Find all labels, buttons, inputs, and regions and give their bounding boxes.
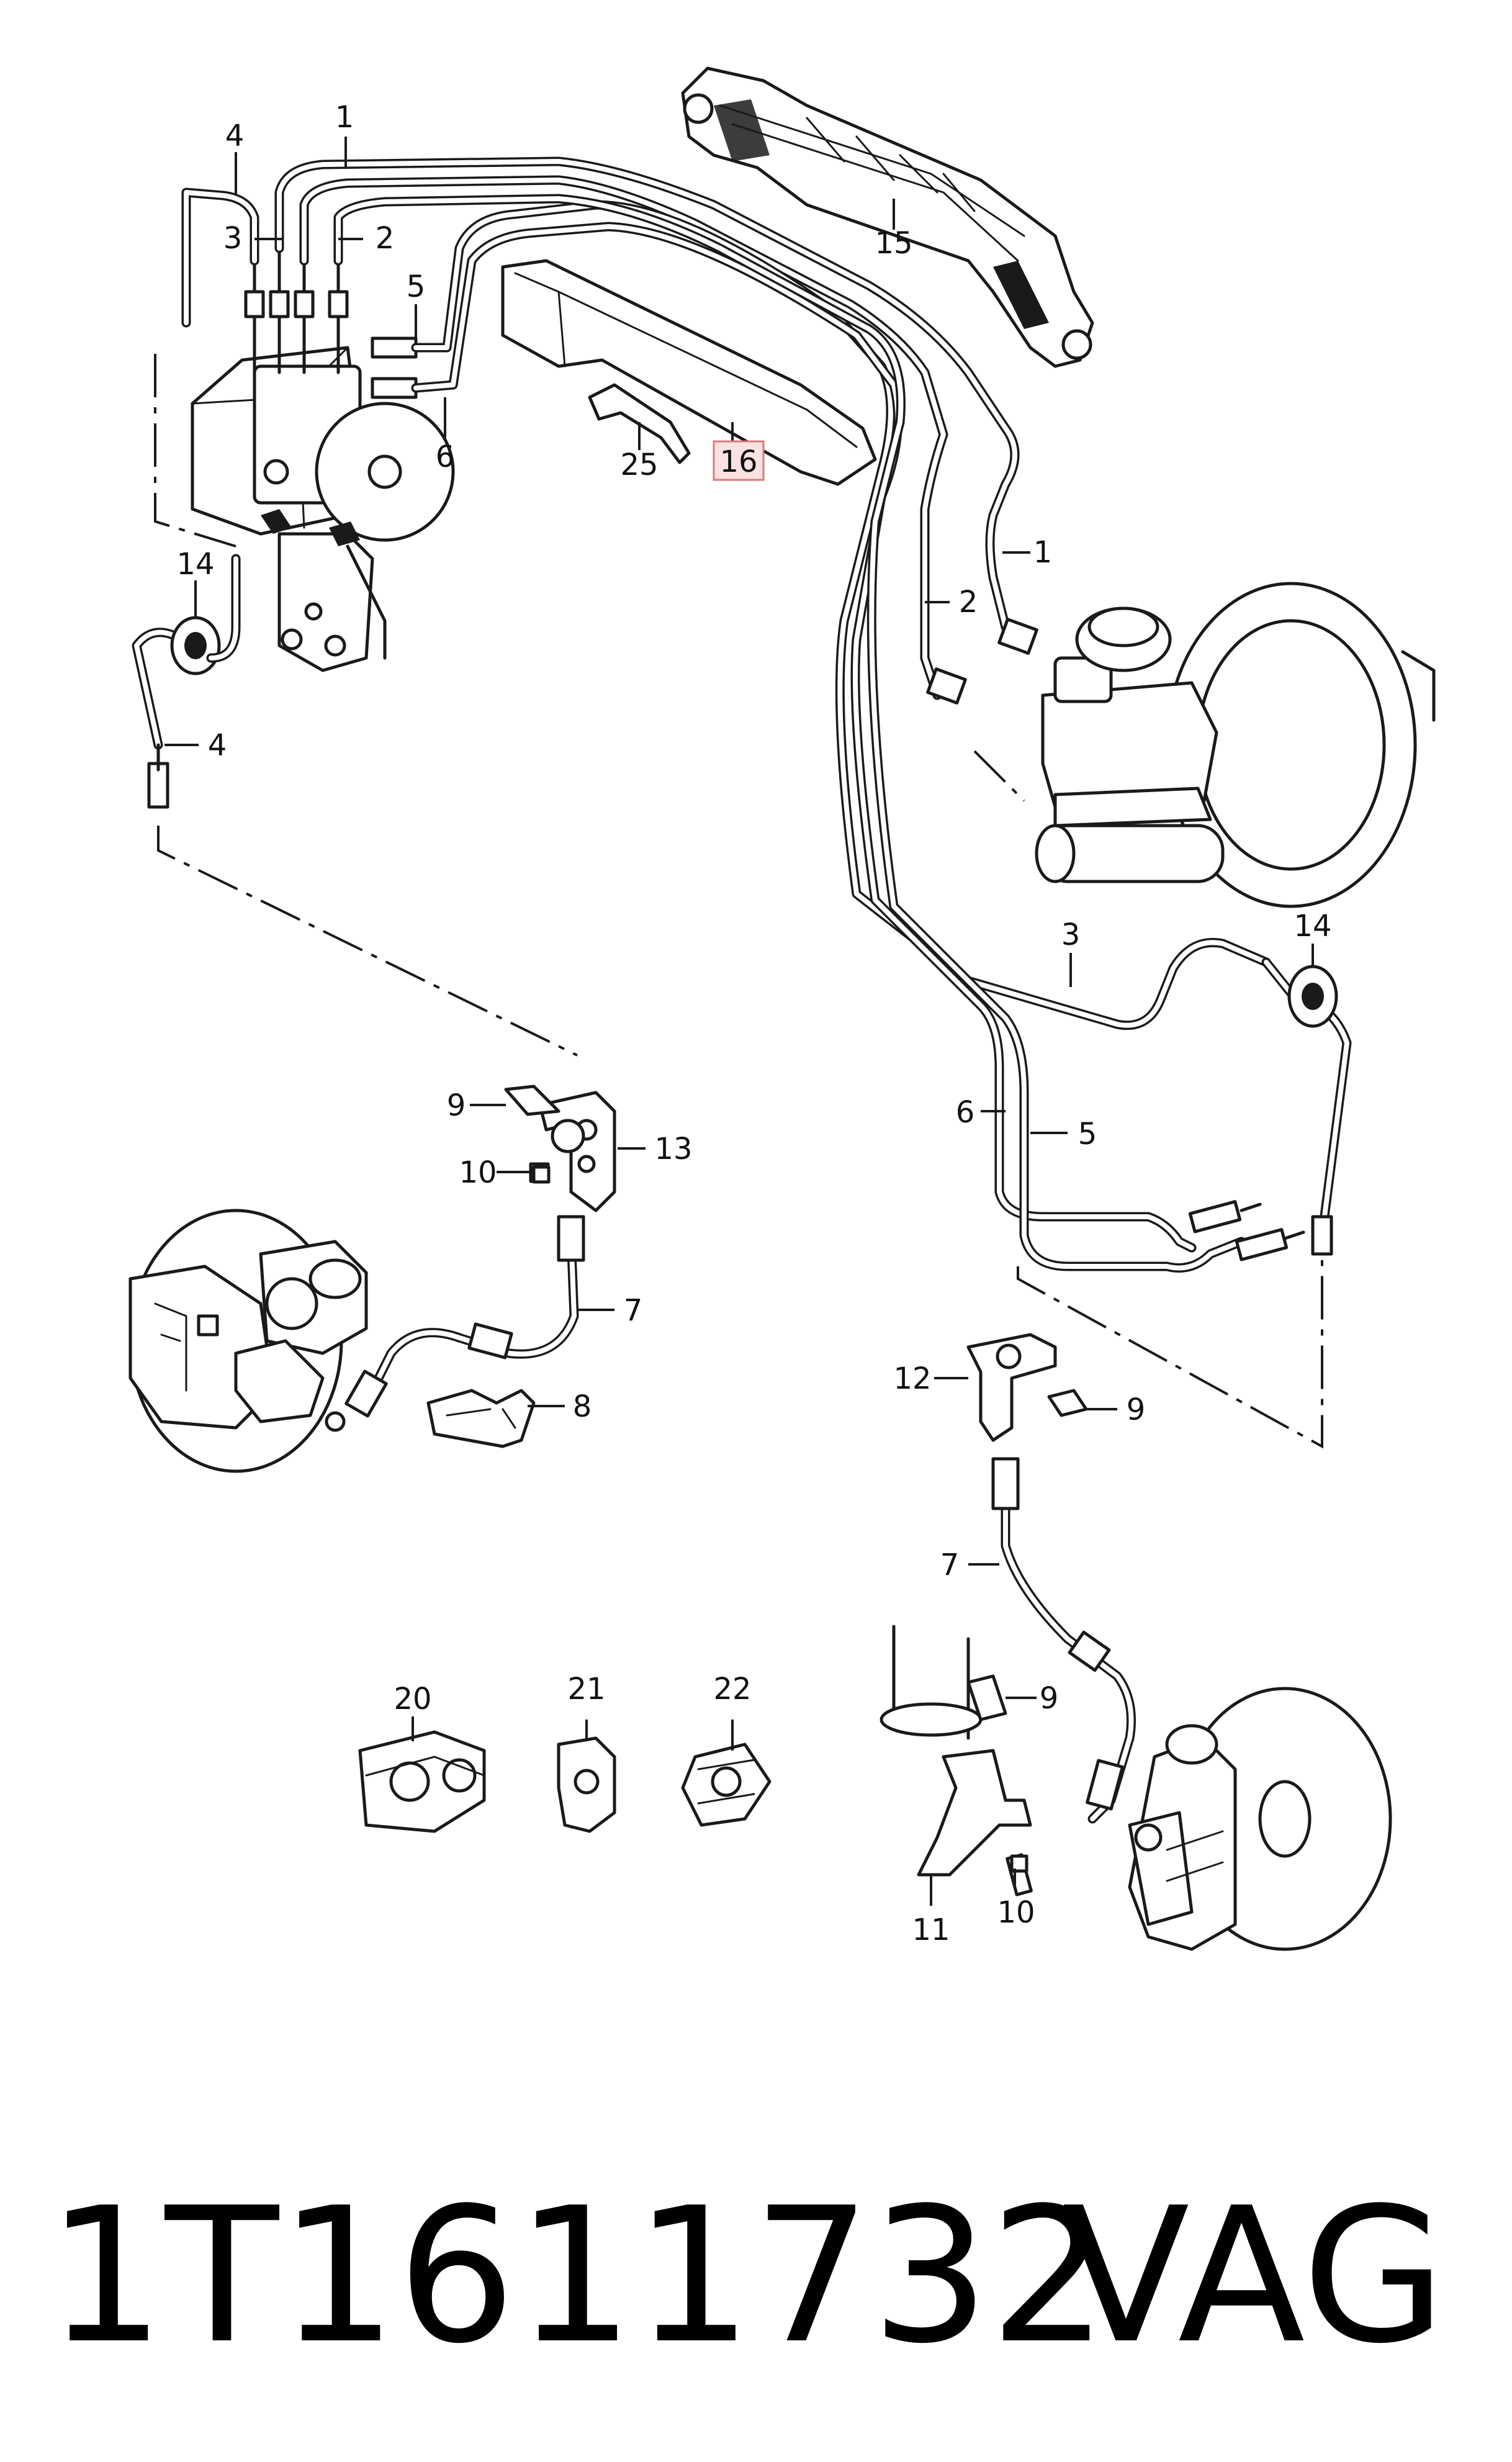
holder-part-20 xyxy=(358,1730,486,1833)
callout-7: 7 xyxy=(624,1293,643,1328)
rear-right-bracket-12 xyxy=(966,1333,1088,1442)
callout-3: 3 xyxy=(1061,918,1081,952)
callout-14: 14 xyxy=(1294,909,1331,944)
callout-leaders xyxy=(164,137,1314,1906)
callout-9: 9 xyxy=(1040,1681,1059,1716)
callout-7: 7 xyxy=(940,1548,960,1582)
callout-3: 3 xyxy=(223,221,243,256)
callout-labels: 1 2 3 4 5 6 14 4 15 25 16 1 2 3 14 6 5 9… xyxy=(176,100,1331,1947)
callout-16-highlight-box xyxy=(713,440,765,481)
bolts-part-10 xyxy=(532,1165,1028,1873)
callout-15: 15 xyxy=(875,226,912,261)
rear-right-hose xyxy=(1261,957,1352,1256)
callout-10: 10 xyxy=(459,1155,497,1190)
callout-25: 25 xyxy=(620,448,658,482)
abs-connectors xyxy=(244,246,418,399)
part-number: 1T1611732 xyxy=(47,2168,1108,2384)
callout-4: 4 xyxy=(208,728,227,763)
abs-control-unit xyxy=(191,346,455,672)
callout-6: 6 xyxy=(436,440,455,474)
clip-part-8 xyxy=(426,1389,536,1448)
clip-part-21 xyxy=(557,1736,616,1833)
callout-10: 10 xyxy=(997,1895,1035,1930)
left-hose-4 xyxy=(132,554,241,809)
pedal-bracket-part-15 xyxy=(681,66,1094,368)
callout-9: 9 xyxy=(1127,1392,1146,1427)
callout-13: 13 xyxy=(654,1132,692,1166)
callout-9: 9 xyxy=(447,1088,466,1123)
callout-5: 5 xyxy=(1078,1117,1097,1152)
callout-22: 22 xyxy=(713,1672,751,1707)
strut-bracket-11 xyxy=(880,1625,1033,1896)
callout-6: 6 xyxy=(956,1095,975,1130)
callout-5: 5 xyxy=(407,269,426,304)
callout-1: 1 xyxy=(335,100,354,135)
callout-2: 2 xyxy=(376,221,395,256)
callout-12: 12 xyxy=(893,1361,931,1396)
callout-2: 2 xyxy=(959,585,978,620)
callout-11: 11 xyxy=(912,1913,950,1947)
callout-1: 1 xyxy=(1033,535,1053,570)
master-cylinder-booster xyxy=(926,582,1436,908)
rear-right-hose-7 xyxy=(991,1457,1136,1824)
brand-name: VAG xyxy=(1063,2168,1446,2384)
rear-pipe-fittings xyxy=(1188,1200,1305,1261)
dash-dot-leaders xyxy=(154,354,1323,1449)
callout-14: 14 xyxy=(176,547,214,582)
callout-21: 21 xyxy=(567,1672,605,1707)
callout-8: 8 xyxy=(573,1389,592,1424)
callout-20: 20 xyxy=(394,1682,431,1716)
front-left-hose-7 xyxy=(344,1215,585,1418)
callout-16: 16 xyxy=(719,444,757,479)
callout-4: 4 xyxy=(225,119,245,153)
heat-shield-part-16 xyxy=(501,259,877,486)
front-left-bracket-13 xyxy=(504,1084,616,1212)
grommet-part-22 xyxy=(681,1743,772,1827)
rear-right-caliper xyxy=(1128,1687,1392,1951)
front-left-caliper xyxy=(128,1209,368,1473)
brake-pipes xyxy=(181,156,1271,1273)
